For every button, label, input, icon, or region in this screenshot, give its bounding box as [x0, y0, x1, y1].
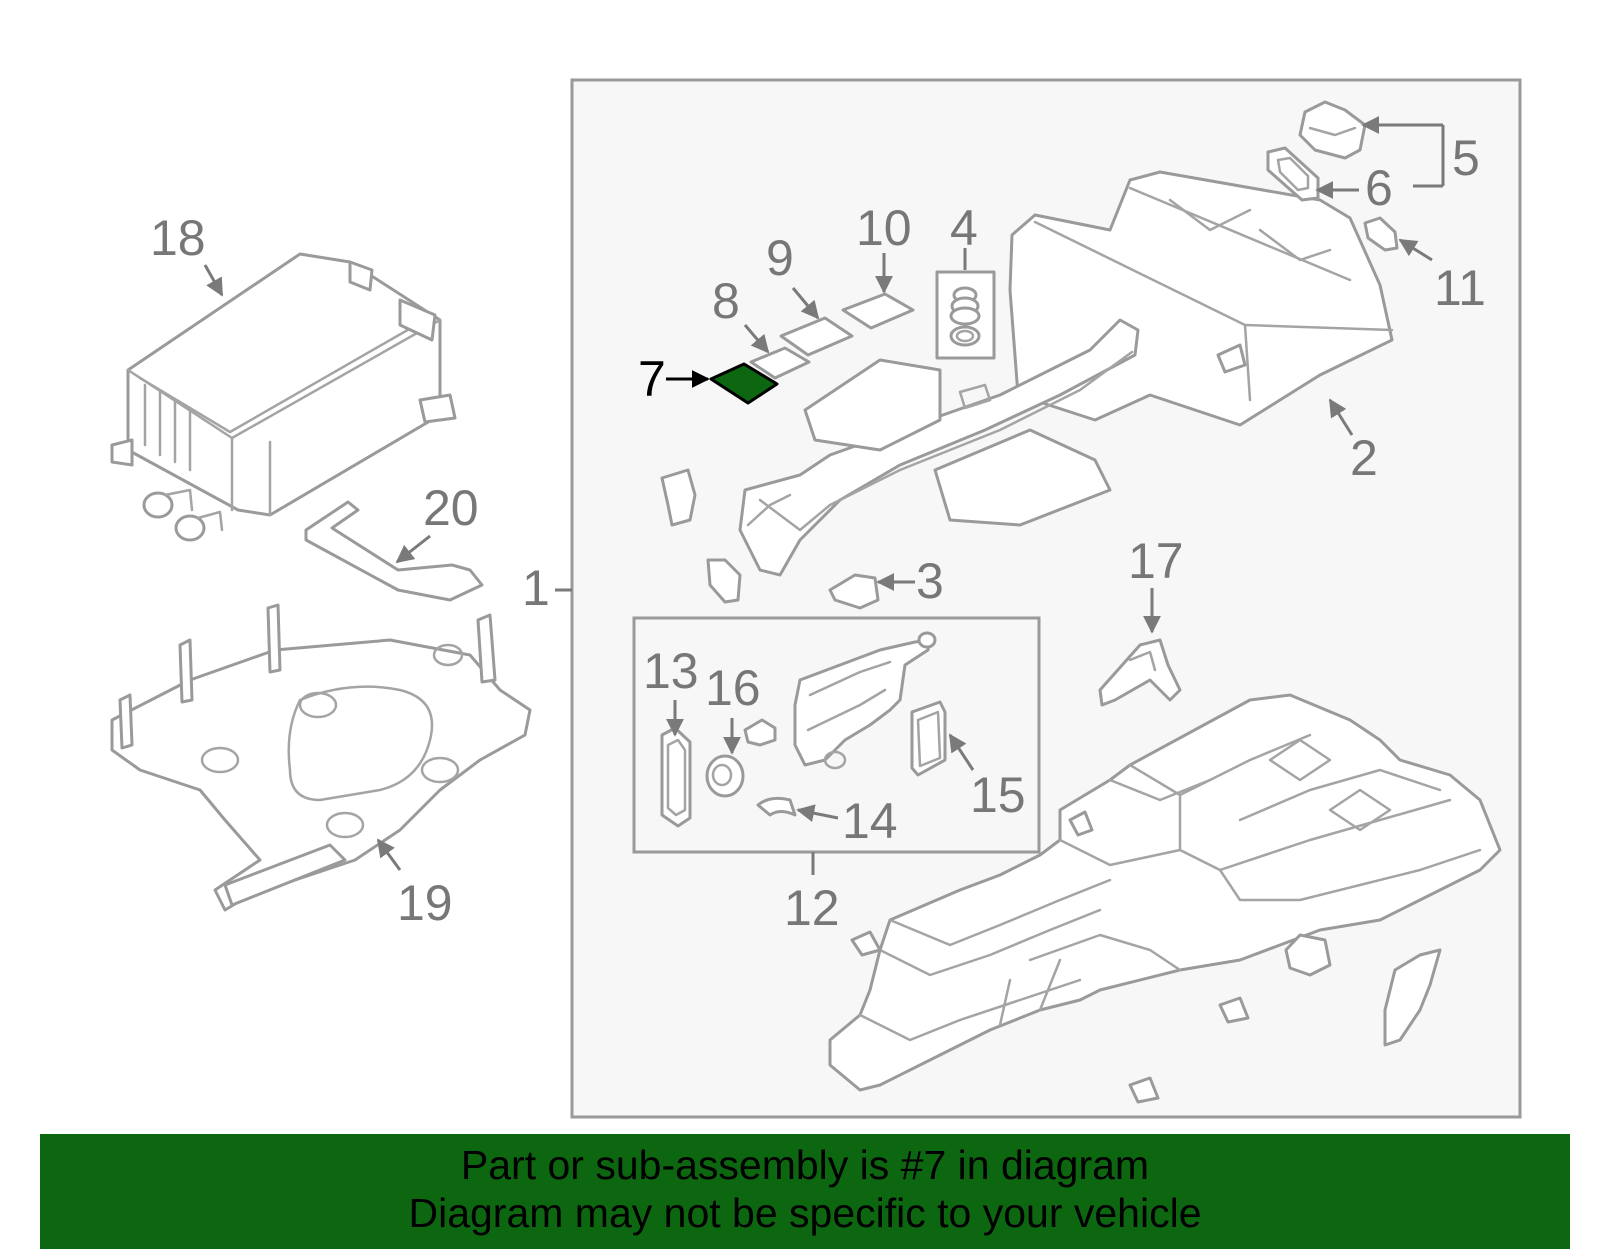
- callout-1[interactable]: 1: [522, 560, 550, 616]
- callout-9[interactable]: 9: [766, 230, 794, 286]
- part-7-pad-highlighted[interactable]: [709, 362, 779, 405]
- callout-5[interactable]: 5: [1452, 130, 1480, 186]
- small-bracket-a: [660, 468, 697, 527]
- callout-10[interactable]: 10: [856, 200, 912, 256]
- callout-4[interactable]: 4: [950, 200, 978, 256]
- callout-18[interactable]: 18: [150, 210, 206, 266]
- part-9-pad[interactable]: [779, 316, 854, 357]
- callout-8[interactable]: 8: [712, 273, 740, 329]
- part-5-cap[interactable]: [1298, 100, 1367, 160]
- callout-19[interactable]: 19: [397, 875, 453, 931]
- callout-labels: 1 2 3 4 5 6 7 8 9 10 11 12 13 14 15 16 1…: [150, 130, 1486, 936]
- callout-6[interactable]: 6: [1365, 160, 1393, 216]
- part-18-charger[interactable]: [110, 252, 457, 542]
- part-3-bracket[interactable]: [828, 573, 880, 610]
- info-banner: Part or sub-assembly is #7 in diagram Di…: [40, 1134, 1570, 1249]
- callout-7[interactable]: 7: [638, 351, 666, 407]
- callout-13[interactable]: 13: [643, 643, 699, 699]
- part-2-top-cover[interactable]: [738, 170, 1394, 577]
- part-8-pad[interactable]: [749, 346, 811, 380]
- banner-line-part: Part or sub-assembly is #7 in diagram: [460, 1142, 1150, 1188]
- part-11-pad[interactable]: [1363, 216, 1399, 252]
- callout-20[interactable]: 20: [423, 480, 479, 536]
- leader-lines: [203, 116, 1445, 875]
- battery-tray: [828, 693, 1502, 1104]
- part-19-subframe[interactable]: [110, 603, 532, 912]
- small-bracket-b: [706, 558, 742, 604]
- callout-16[interactable]: 16: [705, 660, 761, 716]
- part-20-bracket[interactable]: [304, 500, 484, 602]
- callout-14[interactable]: 14: [842, 793, 898, 849]
- callout-12[interactable]: 12: [784, 880, 840, 936]
- callout-11[interactable]: 11: [1434, 260, 1486, 316]
- part-10-pad[interactable]: [841, 292, 915, 330]
- callout-3[interactable]: 3: [916, 553, 944, 609]
- callout-15[interactable]: 15: [970, 767, 1026, 823]
- banner-line-disclaimer: Diagram may not be specific to your vehi…: [408, 1190, 1202, 1236]
- part-17-bracket[interactable]: [1098, 638, 1182, 707]
- callout-17[interactable]: 17: [1128, 533, 1184, 589]
- part-4-grommets[interactable]: [935, 270, 996, 360]
- callout-2[interactable]: 2: [1350, 430, 1378, 486]
